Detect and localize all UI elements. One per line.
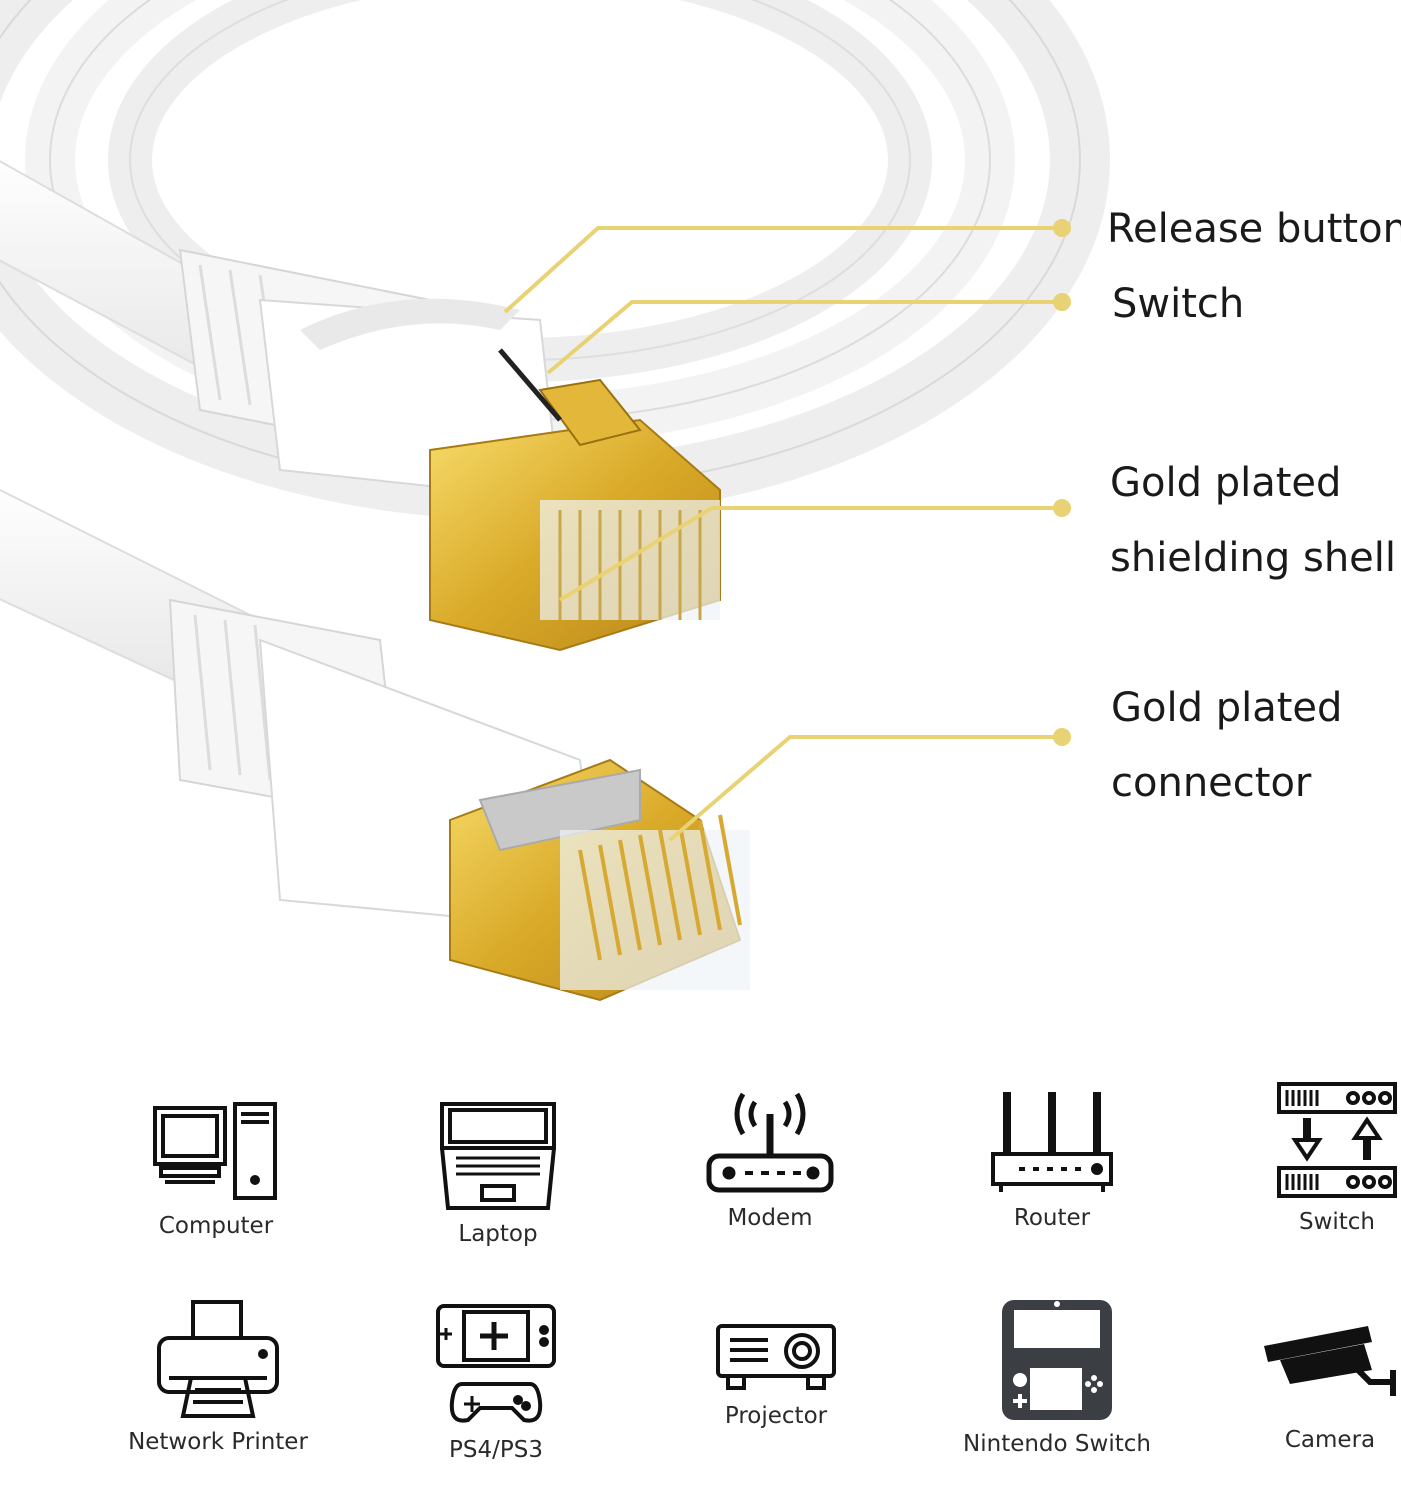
cable-product-illustration	[0, 0, 1110, 1002]
callout-line-release-button	[503, 226, 1062, 314]
game-console-icon	[436, 1304, 556, 1423]
device-computer: Computer	[106, 1100, 326, 1242]
callout-release-button: Release button	[1107, 192, 1401, 267]
callout-text: shielding shell	[1110, 535, 1397, 581]
computer-icon	[153, 1102, 277, 1200]
callout-text: Gold plated	[1111, 685, 1343, 731]
device-camera: Camera	[1220, 1322, 1401, 1456]
callout-line-connector	[668, 735, 1062, 842]
callout-shielding-shell: Gold plated shielding shell	[1110, 446, 1396, 596]
callout-line-switch	[546, 300, 1062, 375]
device-network-switch: Switch	[1227, 1080, 1401, 1238]
device-laptop: Laptop	[388, 1100, 608, 1250]
device-label: Router	[1013, 1205, 1091, 1231]
device-nintendo-switch: Nintendo Switch	[947, 1298, 1167, 1460]
callout-text: Release button	[1107, 206, 1401, 252]
device-game-console: PS4/PS3	[386, 1302, 606, 1466]
device-label: Projector	[724, 1403, 828, 1429]
callout-connector: Gold plated connector	[1111, 671, 1342, 821]
device-label: Switch	[1298, 1209, 1376, 1235]
network-switch-icon	[1277, 1082, 1397, 1198]
device-network-printer: Network Printer	[108, 1298, 328, 1458]
nintendo-handheld-icon	[1002, 1300, 1112, 1420]
device-label: Camera	[1284, 1427, 1376, 1453]
modem-icon	[706, 1092, 834, 1193]
security-camera-icon	[1264, 1326, 1396, 1396]
device-label: Nintendo Switch	[963, 1431, 1151, 1457]
connector-bottom-boot	[168, 598, 602, 932]
callout-text: Gold plated	[1110, 460, 1342, 506]
callout-text: connector	[1111, 760, 1312, 806]
projector-icon	[716, 1324, 836, 1390]
router-icon	[991, 1092, 1113, 1192]
printer-icon	[157, 1300, 279, 1418]
callout-lines	[503, 226, 1062, 842]
callout-line-shielding-shell	[558, 506, 1062, 602]
laptop-icon	[440, 1102, 556, 1210]
callout-switch: Switch	[1112, 267, 1244, 342]
device-label: Computer	[158, 1213, 274, 1239]
device-projector: Projector	[666, 1322, 886, 1432]
device-modem: Modem	[660, 1088, 880, 1234]
callout-dots	[1053, 219, 1071, 746]
device-router: Router	[942, 1088, 1162, 1234]
device-label: PS4/PS3	[449, 1437, 543, 1463]
device-label: Modem	[727, 1205, 813, 1231]
device-label: Laptop	[458, 1221, 538, 1247]
device-label: Network Printer	[128, 1429, 308, 1455]
connector-bottom-gold-shell	[449, 758, 750, 1002]
callout-text: Switch	[1112, 281, 1245, 327]
